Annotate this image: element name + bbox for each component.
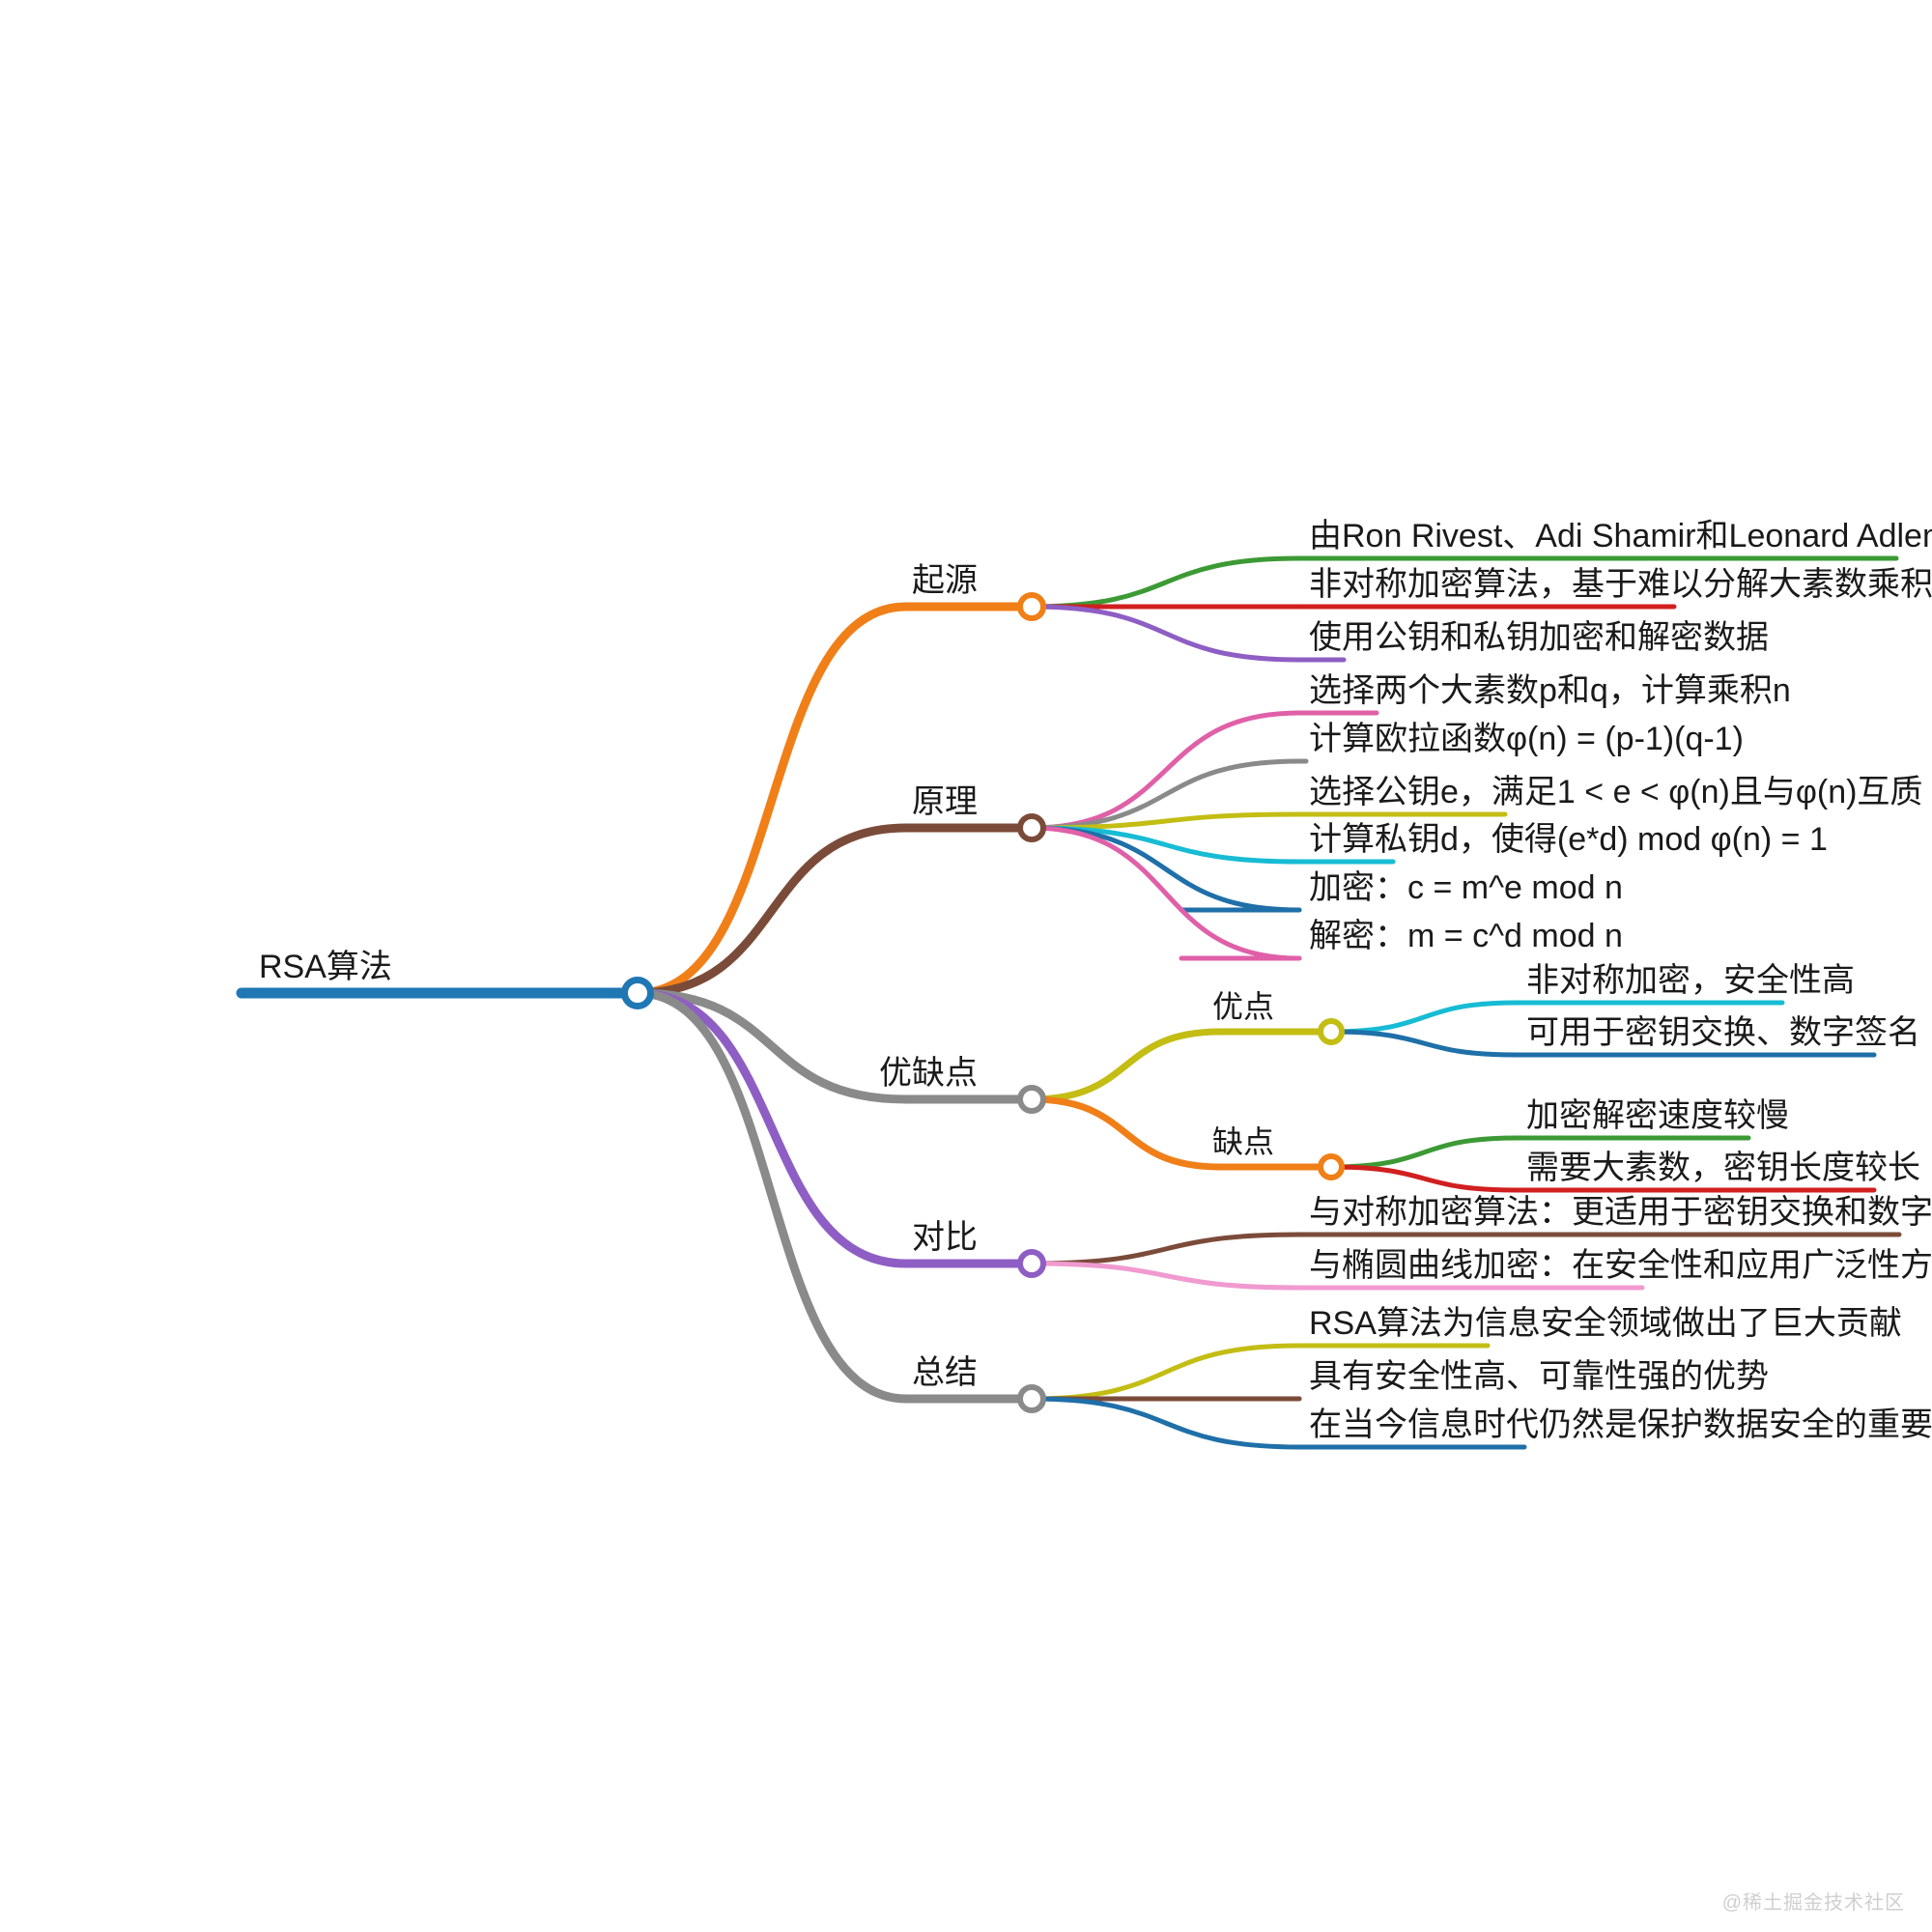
subtopic-node-缺点[interactable] bbox=[1318, 1153, 1345, 1180]
leaf-edge-1-2 bbox=[1029, 811, 1302, 831]
leaf-edge-1-4 bbox=[1029, 825, 1302, 913]
leaf-label-使用公钥和私钥加密和解密数据[interactable]: 使用公钥和私钥加密和解密数据 bbox=[1309, 619, 1769, 656]
topic-edge-4 bbox=[633, 988, 911, 1404]
leaf-label-加密解密速度较慢[interactable]: 加密解密速度较慢 bbox=[1526, 1097, 1789, 1134]
leaf-label-解密：m-=-c^d-mod-n[interactable]: 解密：m = c^d mod n bbox=[1309, 918, 1623, 954]
leaf-edge-0-0 bbox=[1029, 555, 1302, 610]
leaf-label-选择两个大素数p和q，计算乘积n[interactable]: 选择两个大素数p和q，计算乘积n bbox=[1309, 672, 1791, 709]
leaf-label-在当今信息时代仍然是保护数据安全的重要工具[interactable]: 在当今信息时代仍然是保护数据安全的重要工具 bbox=[1309, 1406, 1932, 1443]
topic-label-总结[interactable]: 总结 bbox=[912, 1354, 978, 1391]
leaf-edge-4-0 bbox=[1029, 1343, 1302, 1402]
topic-label-原理[interactable]: 原理 bbox=[912, 783, 978, 820]
leaf-edge-1-0 bbox=[1029, 710, 1302, 831]
topic-node-原理[interactable] bbox=[1017, 813, 1046, 842]
subtopic-label-优点[interactable]: 优点 bbox=[1212, 989, 1275, 1024]
leaf-edge-0-2 bbox=[1029, 604, 1302, 663]
topic-edge-2 bbox=[633, 988, 911, 1104]
topic-label-优缺点[interactable]: 优缺点 bbox=[879, 1055, 978, 1092]
subtopic-edge-2-0 bbox=[1028, 1028, 1224, 1103]
leaf-label-非对称加密，安全性高[interactable]: 非对称加密，安全性高 bbox=[1526, 962, 1855, 999]
leaf-label-计算私钥d，使得(e*d)-mod-φ(n)-=[interactable]: 计算私钥d，使得(e*d) mod φ(n) = 1 bbox=[1309, 821, 1828, 858]
topic-label-对比[interactable]: 对比 bbox=[912, 1219, 978, 1256]
topic-label-起源[interactable]: 起源 bbox=[912, 562, 978, 599]
leaf-label-非对称加密算法，基于难以分解大素数乘积的数论问题[interactable]: 非对称加密算法，基于难以分解大素数乘积的数论问题 bbox=[1309, 566, 1932, 603]
subtopic-node-优点[interactable] bbox=[1318, 1018, 1345, 1045]
leaf-label-可用于密钥交换、数字签名[interactable]: 可用于密钥交换、数字签名 bbox=[1526, 1014, 1920, 1051]
leaf-label-RSA算法为信息安全领域做出了巨大贡献[interactable]: RSA算法为信息安全领域做出了巨大贡献 bbox=[1309, 1305, 1902, 1342]
topic-edge-0 bbox=[633, 602, 911, 998]
leaf-edge-2-0-0 bbox=[1328, 1000, 1520, 1035]
watermark: @稀土掘金技术社区 bbox=[1721, 1892, 1905, 1914]
leaf-label-需要大素数，密钥长度较长[interactable]: 需要大素数，密钥长度较长 bbox=[1526, 1150, 1920, 1186]
leaf-label-计算欧拉函数φ(n)-=-(p-1)(q-1)[interactable]: 计算欧拉函数φ(n) = (p-1)(q-1) bbox=[1309, 721, 1744, 757]
topic-node-总结[interactable] bbox=[1017, 1384, 1046, 1413]
leaf-edge-1-1 bbox=[1029, 758, 1302, 831]
subtopic-edge-2-1 bbox=[1028, 1095, 1224, 1171]
leaf-edge-2-0-1 bbox=[1328, 1029, 1520, 1058]
topic-node-优缺点[interactable] bbox=[1017, 1085, 1046, 1114]
leaf-label-选择公钥e，满足1-<-e-<-φ(n)且与φ([interactable]: 选择公钥e，满足1 < e < φ(n)且与φ(n)互质 bbox=[1309, 774, 1923, 810]
leaf-label-与对称加密算法：更适用于密钥交换和数字签名，但速[interactable]: 与对称加密算法：更适用于密钥交换和数字签名，但速度较慢 bbox=[1309, 1194, 1932, 1231]
leaf-label-加密：c-=-m^e-mod-n[interactable]: 加密：c = m^e mod n bbox=[1309, 869, 1623, 906]
leaf-label-与椭圆曲线加密：在安全性和应用广泛性方面有优势[interactable]: 与椭圆曲线加密：在安全性和应用广泛性方面有优势 bbox=[1309, 1247, 1932, 1284]
root-label[interactable]: RSA算法 bbox=[259, 949, 392, 985]
leaf-edge-1-5 bbox=[1029, 825, 1302, 961]
root-node[interactable] bbox=[621, 977, 654, 1009]
leaf-edge-2-1-1 bbox=[1328, 1164, 1520, 1193]
leaf-label-具有安全性高、可靠性强的优势[interactable]: 具有安全性高、可靠性强的优势 bbox=[1309, 1358, 1769, 1395]
leaf-edge-3-0 bbox=[1029, 1232, 1302, 1266]
leaf-label-由Ron-Rivest、Adi-Shamir和L[interactable]: 由Ron Rivest、Adi Shamir和Leonard Adleman在1… bbox=[1309, 518, 1932, 554]
leaf-edge-1-3 bbox=[1029, 825, 1302, 865]
subtopic-label-缺点[interactable]: 缺点 bbox=[1212, 1124, 1275, 1159]
topic-node-对比[interactable] bbox=[1017, 1249, 1046, 1278]
leaf-edge-4-2 bbox=[1029, 1396, 1302, 1450]
topic-edge-1 bbox=[633, 823, 911, 998]
topic-edge-3 bbox=[633, 988, 911, 1268]
leaf-edge-2-1-0 bbox=[1328, 1135, 1520, 1170]
topic-node-起源[interactable] bbox=[1017, 592, 1046, 621]
leaf-edge-3-1 bbox=[1029, 1261, 1302, 1291]
